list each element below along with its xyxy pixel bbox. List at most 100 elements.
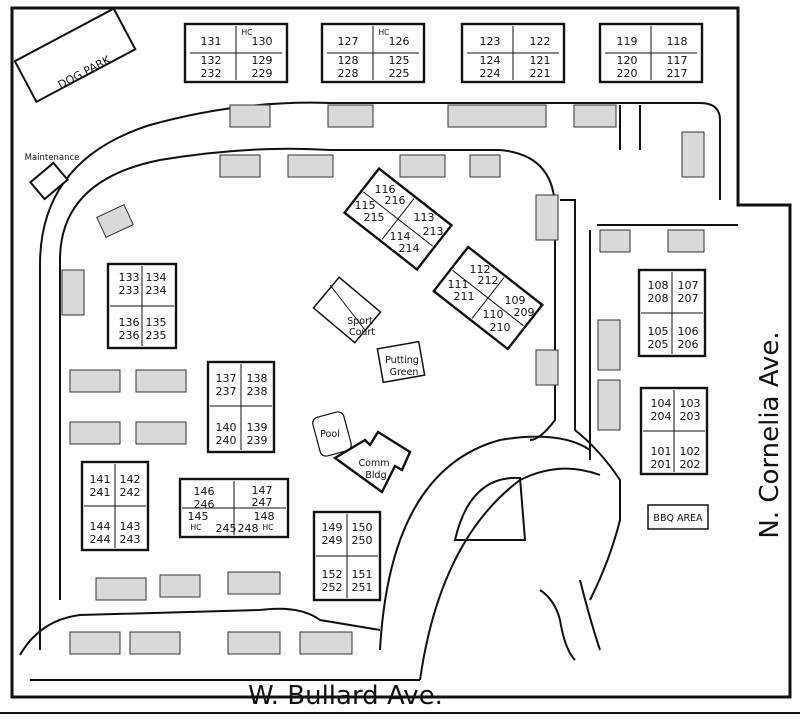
unit-label: 216: [385, 194, 406, 207]
unit-label: 202: [680, 458, 701, 471]
unit-label: 242: [120, 486, 141, 499]
sport-court-label: Sport: [347, 316, 373, 327]
putting-green-label-2: Green: [390, 367, 419, 378]
building-131-232: 131 130 132 129 232 229 HC: [183, 22, 289, 84]
unit-label: 228: [338, 67, 359, 80]
unit-label: 127: [338, 35, 359, 48]
unit-label: 201: [651, 458, 672, 471]
unit-label: 204: [651, 410, 672, 423]
unit-label: 152: [322, 568, 343, 581]
unit-label: 246: [194, 498, 215, 511]
unit-label: 251: [352, 581, 373, 594]
unit-label: 250: [352, 534, 373, 547]
unit-label: 238: [247, 385, 268, 398]
unit-label: 229: [252, 67, 273, 80]
community-building: Comm Bldg: [332, 430, 412, 494]
unit-label: 143: [120, 520, 141, 533]
unit-label: 119: [617, 35, 638, 48]
hc-label: HC: [263, 523, 274, 532]
maintenance-label: Maintenance: [25, 153, 80, 163]
building-104-202: 104 103 204 203 101 102 201 202: [639, 386, 709, 476]
dog-park: DOG PARK: [13, 7, 137, 104]
unit-label: 234: [146, 284, 167, 297]
unit-label: 103: [680, 397, 701, 410]
unit-label: 104: [651, 397, 672, 410]
internal-roads: [19, 101, 738, 681]
building-141-244: 141 142 241 242 144 143 244 243: [80, 460, 150, 552]
unit-label: 210: [490, 321, 511, 334]
unit-label: 101: [651, 445, 672, 458]
bbq-area-label: BBQ AREA: [653, 513, 703, 524]
unit-label: 113: [414, 211, 435, 224]
putting-green-label: Putting: [385, 355, 419, 366]
unit-label: 108: [648, 279, 669, 292]
unit-label: 129: [252, 54, 273, 67]
unit-label: 248: [238, 522, 259, 535]
hc-label: HC: [242, 28, 253, 37]
unit-label: 249: [322, 534, 343, 547]
unit-label: 124: [480, 54, 501, 67]
unit-label: 102: [680, 445, 701, 458]
building-137-240: 137 138 237 238 140 139 240 239: [206, 360, 276, 454]
sport-court-label-2: Court: [349, 327, 375, 338]
unit-label: 126: [389, 35, 410, 48]
unit-label: 109: [505, 294, 526, 307]
unit-label: 214: [399, 242, 420, 255]
unit-label: 133: [119, 271, 140, 284]
unit-label: 138: [247, 372, 268, 385]
unit-label: 207: [678, 292, 699, 305]
unit-label: 213: [423, 225, 444, 238]
unit-label: 141: [90, 473, 111, 486]
unit-label: 134: [146, 271, 167, 284]
unit-label: 110: [483, 308, 504, 321]
unit-label: 232: [201, 67, 222, 80]
bbq-area: BBQ AREA: [647, 504, 709, 530]
unit-label: 239: [247, 434, 268, 447]
unit-label: 107: [678, 279, 699, 292]
unit-label: 114: [390, 230, 411, 243]
unit-label: 115: [355, 199, 376, 212]
building-133-236: 133 134 233 234 136 135 236 235: [106, 262, 178, 350]
unit-label: 220: [617, 67, 638, 80]
unit-label: 252: [322, 581, 343, 594]
putting-green: Putting Green: [376, 340, 426, 384]
unit-label: 128: [338, 54, 359, 67]
property-boundary: [10, 6, 792, 699]
building-149-252: 149 150 249 250 152 151 252 251: [312, 510, 382, 602]
unit-label: 237: [216, 385, 237, 398]
unit-label: 221: [530, 67, 551, 80]
unit-label: 122: [530, 35, 551, 48]
unit-label: 209: [514, 306, 535, 319]
unit-label: 148: [254, 510, 275, 523]
building-127-228: 127 126 128 125 228 225 HC: [320, 22, 426, 84]
building-119-220: 119 118 120 117 220 217: [598, 22, 704, 84]
hc-label: HC: [191, 523, 202, 532]
unit-label: 244: [90, 533, 111, 546]
unit-label: 130: [252, 35, 273, 48]
unit-label: 123: [480, 35, 501, 48]
sport-court: Sport Court: [312, 276, 382, 344]
unit-label: 111: [448, 278, 469, 291]
unit-label: 205: [648, 338, 669, 351]
unit-label: 149: [322, 521, 343, 534]
unit-label: 150: [352, 521, 373, 534]
hc-label: HC: [379, 28, 390, 37]
unit-label: 243: [120, 533, 141, 546]
unit-label: 147: [252, 484, 273, 497]
bullard-ave-label: W. Bullard Ave.: [248, 681, 443, 711]
unit-label: 241: [90, 486, 111, 499]
unit-label: 117: [667, 54, 688, 67]
unit-label: 245: [216, 522, 237, 535]
unit-label: 215: [364, 211, 385, 224]
building-146-248: 146 147 246 247 145 148 245 248 HC HC: [178, 477, 290, 539]
unit-label: 225: [389, 67, 410, 80]
cornelia-ave-label: N. Cornelia Ave.: [755, 331, 785, 538]
unit-label: 135: [146, 316, 167, 329]
unit-label: 146: [194, 485, 215, 498]
unit-label: 139: [247, 421, 268, 434]
unit-label: 140: [216, 421, 237, 434]
unit-label: 131: [201, 35, 222, 48]
unit-label: 116: [375, 183, 396, 196]
unit-label: 217: [667, 67, 688, 80]
